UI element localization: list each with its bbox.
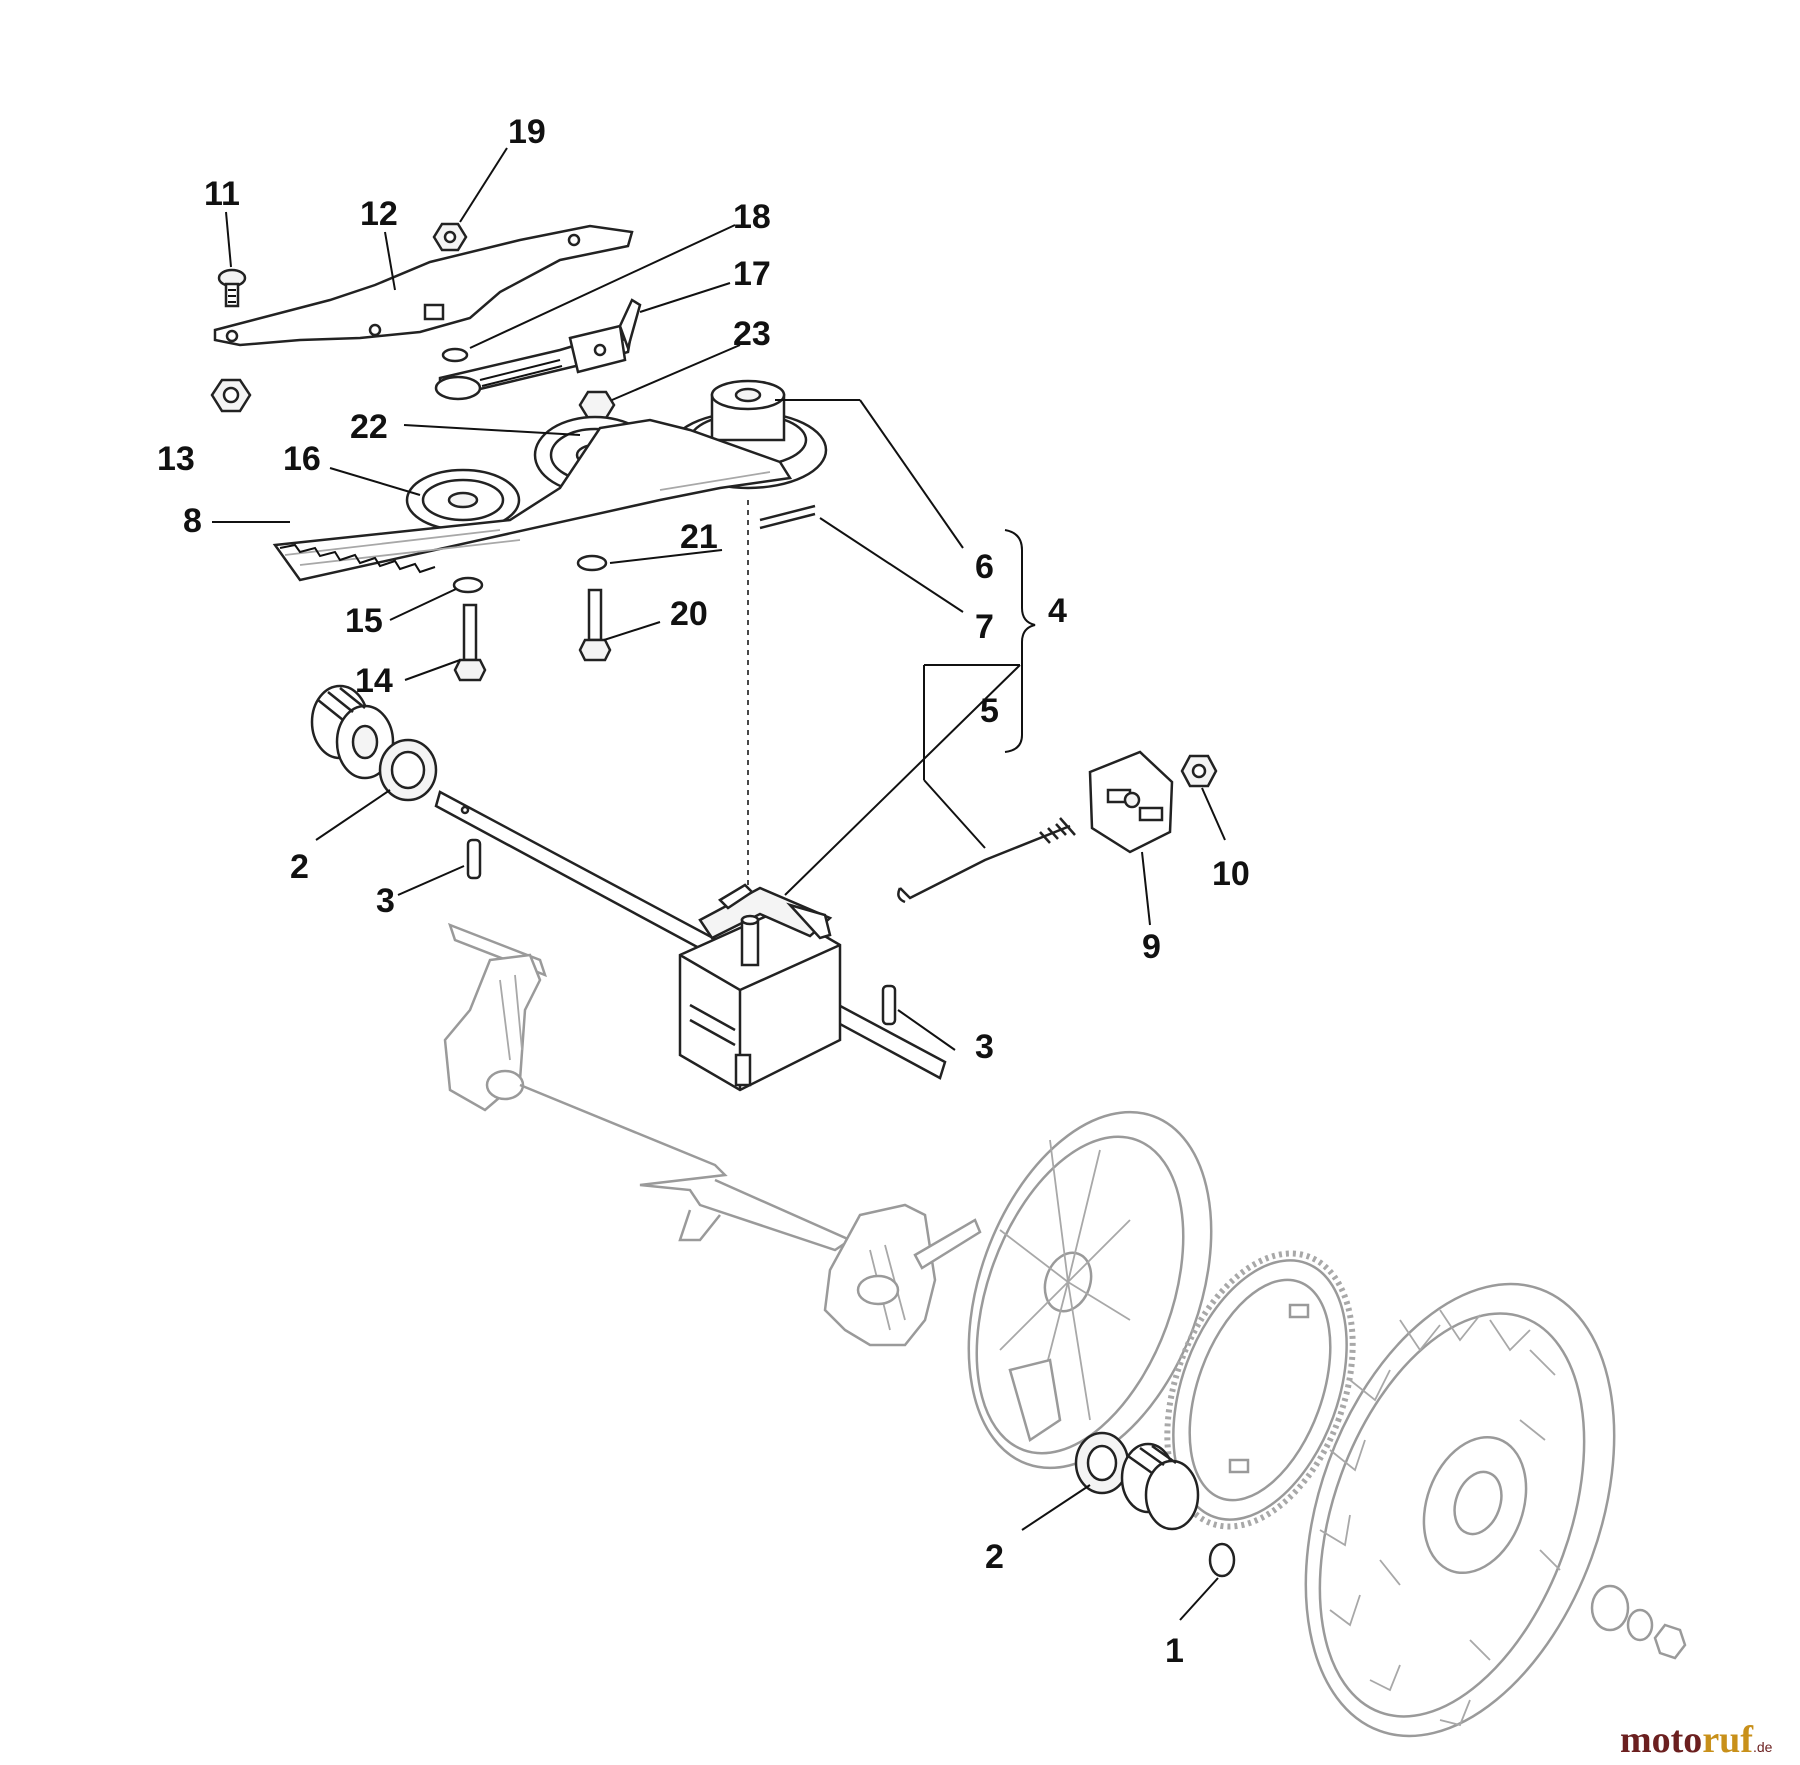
watermark-part-b: ruf: [1702, 1719, 1754, 1761]
washer-part-18: [441, 347, 469, 363]
pulley-part-16: [405, 468, 521, 532]
bolt-part-14: [453, 603, 487, 682]
washer-part-15: [452, 576, 484, 594]
callout-3-right: 3: [975, 1028, 994, 1066]
circlip-part-1: [1208, 1542, 1236, 1578]
pinion-gear-lower: [1120, 1442, 1200, 1531]
callout-23: 23: [733, 315, 771, 353]
bolt-part-20: [578, 588, 612, 662]
key-pin-part-7: [759, 504, 816, 530]
callout-10: 10: [1212, 855, 1250, 893]
callout-15: 15: [345, 602, 383, 640]
watermark-part-a: moto: [1620, 1719, 1702, 1761]
callout-14: 14: [355, 662, 393, 700]
wheel-hub-cover: [967, 1110, 1213, 1470]
callout-5: 5: [980, 692, 999, 730]
ring-gear: [1164, 1250, 1356, 1530]
callout-4: 4: [1048, 592, 1067, 630]
callout-21: 21: [680, 518, 718, 556]
nut-part-23: [578, 390, 616, 420]
pinion-gear: [310, 684, 395, 780]
gearbox-part-4: [678, 883, 842, 1092]
washer-part-21: [576, 554, 608, 572]
callout-16: 16: [283, 440, 321, 478]
callout-3-left: 3: [376, 882, 395, 920]
callout-22: 22: [350, 408, 388, 446]
bolt-part-11: [217, 268, 247, 308]
bracket-arm-part-12: [213, 224, 634, 347]
wheel-hub-hardware: [1590, 1584, 1687, 1660]
callout-9: 9: [1142, 928, 1161, 966]
callout-20: 20: [670, 595, 708, 633]
toothed-belt-part-8: [272, 418, 793, 582]
pin-part-3-right: [881, 984, 897, 1026]
leader-lines: [212, 147, 1226, 1621]
callout-2-upper: 2: [290, 848, 309, 886]
callout-7: 7: [975, 608, 994, 646]
nut-part-10: [1180, 754, 1218, 788]
group-brace-4: [1004, 529, 1036, 753]
watermark-suffix: .de: [1753, 1739, 1773, 1755]
callout-13: 13: [157, 440, 195, 478]
callout-18: 18: [733, 198, 771, 236]
callout-2-lower: 2: [985, 1538, 1004, 1576]
wheel-tire: [1304, 1282, 1616, 1738]
bearing-part-2-upper: [378, 738, 438, 802]
nut-part-19: [432, 222, 468, 252]
control-rod-part-5: [897, 817, 1076, 904]
bracket-plate-part-9: [1088, 750, 1174, 854]
callout-12: 12: [360, 195, 398, 233]
callout-6: 6: [975, 548, 994, 586]
callout-11: 11: [204, 175, 240, 213]
callout-8: 8: [183, 502, 202, 540]
callout-19: 19: [508, 113, 546, 151]
tensioner-arm-part-17: [434, 298, 642, 401]
nut-part-13: [210, 378, 252, 413]
watermark-logo: motoruf.de: [1620, 1719, 1773, 1761]
callout-1: 1: [1165, 1632, 1184, 1670]
callout-17: 17: [733, 255, 771, 293]
bearing-part-2-lower: [1074, 1431, 1130, 1495]
height-adjuster-frame: [443, 922, 982, 1347]
pin-part-3-left: [466, 838, 482, 880]
